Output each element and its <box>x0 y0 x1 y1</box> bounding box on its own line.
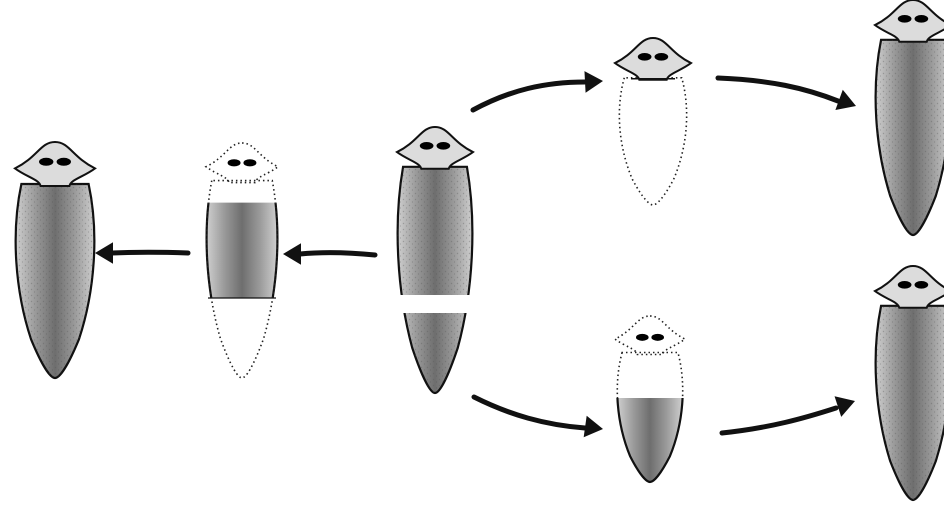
regenerated-whole-left <box>15 142 95 378</box>
intact-planarian-center <box>390 127 480 393</box>
cut-gap <box>390 295 480 313</box>
eye-spot-icon <box>243 159 256 166</box>
eye-spot-icon <box>636 334 649 341</box>
missing-head-outline <box>615 316 685 355</box>
arrow-head-icon <box>283 243 301 265</box>
eye-spot-icon <box>915 15 929 23</box>
arrow-shaft <box>474 397 585 428</box>
arrow-head-icon <box>95 242 113 264</box>
worm-texture <box>876 40 944 235</box>
worm-texture <box>876 306 944 500</box>
eye-spot-icon <box>57 158 71 166</box>
arrow-center-to-topmid <box>473 71 603 110</box>
worm-head <box>397 127 473 169</box>
missing-head-outline <box>206 143 278 183</box>
missing-tail-outline <box>619 78 686 205</box>
regenerated-whole-top-right <box>875 0 944 235</box>
regenerating-head-fragment <box>206 143 278 378</box>
arrow-topmid-to-topright <box>718 78 856 110</box>
eye-spot-icon <box>437 142 451 150</box>
regenerated-whole-bottom-right <box>875 266 944 500</box>
eye-spot-icon <box>39 158 53 166</box>
worm-body-segment <box>207 181 278 378</box>
arrow-head-icon <box>584 416 603 437</box>
eye-spot-icon <box>651 334 664 341</box>
eye-spot-icon <box>898 281 912 289</box>
arrow-shaft <box>112 252 188 253</box>
worm-texture <box>398 167 473 393</box>
arrow-botmid-to-botright <box>722 396 855 433</box>
worm-head <box>615 38 691 80</box>
arrow-shaft <box>722 408 836 433</box>
arrow-shaft <box>718 78 838 101</box>
eye-spot-icon <box>915 281 929 289</box>
arrow-shaft <box>300 253 375 255</box>
tail-segment <box>617 353 682 483</box>
arrow-center-to-left2 <box>283 243 375 265</box>
eye-spot-icon <box>638 53 652 61</box>
eye-spot-icon <box>228 159 241 166</box>
eye-spot-icon <box>655 53 669 61</box>
eye-spot-icon <box>898 15 912 23</box>
arrow-center-to-botmid <box>474 397 603 437</box>
tail-fragment-bottom <box>615 316 685 482</box>
worm-texture <box>16 184 95 378</box>
arrow-head-icon <box>584 71 603 93</box>
arrow-left2-to-left <box>95 242 188 264</box>
arrow-shaft <box>473 82 585 110</box>
head-fragment-top <box>615 38 691 205</box>
eye-spot-icon <box>420 142 434 150</box>
worm-head <box>15 142 95 186</box>
